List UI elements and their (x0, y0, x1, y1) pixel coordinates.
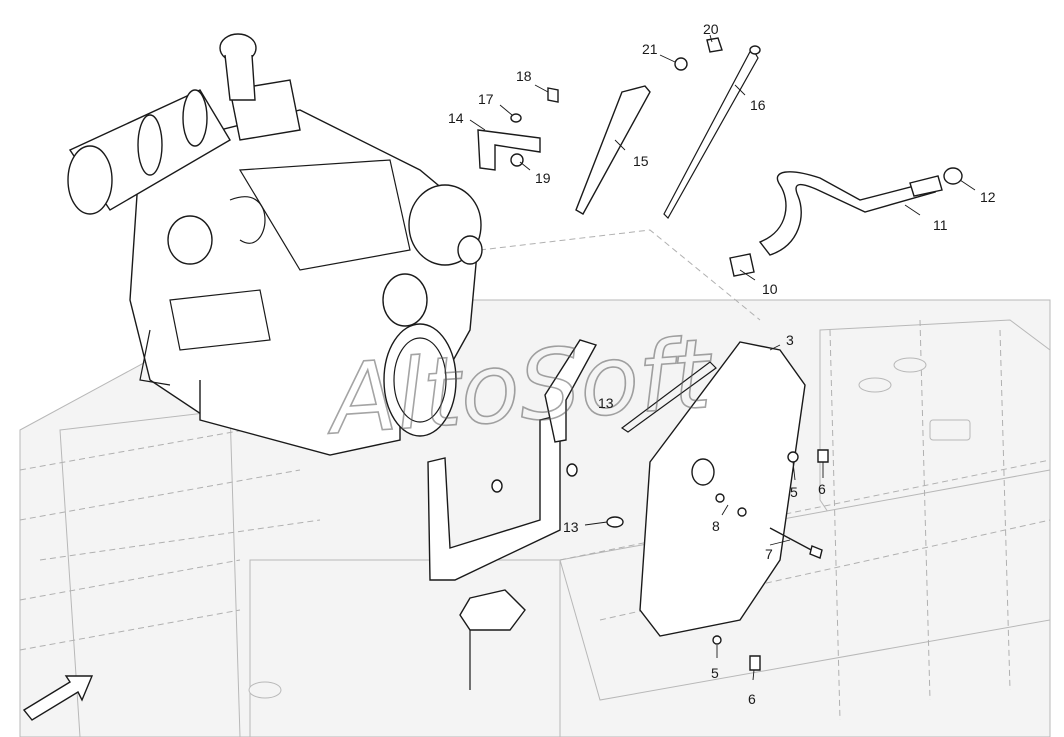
callout-16: 16 (750, 97, 766, 113)
callout-13a: 13 (598, 395, 614, 411)
callout-10: 10 (762, 281, 778, 297)
part-5-6-fasteners (712, 449, 829, 671)
callout-8: 8 (712, 518, 720, 534)
callout-11: 11 (933, 217, 948, 233)
callout-6a: 6 (818, 481, 826, 497)
callout-15: 15 (633, 153, 649, 169)
part-15-dipstick-tube (575, 85, 651, 215)
part-8-washers (715, 493, 747, 517)
callout-5b: 5 (711, 665, 719, 681)
part-11-hose (758, 171, 943, 256)
part-10-fitting (729, 253, 755, 277)
callout-20: 20 (703, 21, 719, 37)
callout-7: 7 (765, 546, 773, 562)
leader-lines (469, 34, 976, 681)
engine-assembly (67, 33, 483, 456)
callout-5a: 5 (790, 484, 798, 500)
callout-labels: 3 5 6 8 7 10 11 12 13 13 14 15 16 17 18 … (448, 21, 996, 707)
callout-14: 14 (448, 110, 464, 126)
callout-21: 21 (642, 41, 658, 57)
part-14-bracket (477, 87, 559, 171)
direction-arrow-icon (22, 675, 94, 721)
part-3-panel (620, 341, 806, 637)
part-16-dipstick (663, 45, 761, 219)
part-7-bolt (769, 527, 823, 559)
callout-19: 19 (535, 170, 551, 186)
callout-18: 18 (516, 68, 532, 84)
callout-12: 12 (980, 189, 996, 205)
part-12-cap (943, 167, 963, 185)
callout-6b: 6 (748, 691, 756, 707)
engine-mount-bracket (427, 339, 598, 690)
part-20-21-fasteners (674, 37, 723, 71)
callout-13b: 13 (563, 519, 579, 535)
watermark-text: AltoSoft (321, 318, 717, 457)
callout-3: 3 (786, 332, 794, 348)
part-13-grommet (606, 516, 624, 528)
callout-17: 17 (478, 91, 494, 107)
